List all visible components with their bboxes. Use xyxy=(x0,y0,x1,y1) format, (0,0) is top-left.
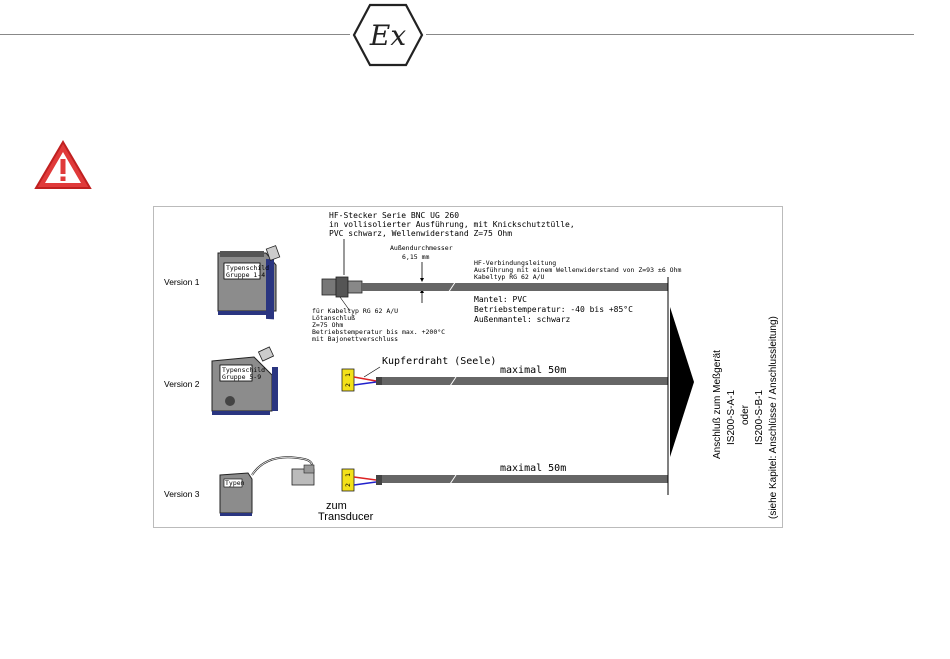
max-length-label-1: maximal 50m xyxy=(500,365,566,376)
version-1-label: Version 1 xyxy=(164,277,200,287)
device-1-label-line1: Typenschild xyxy=(226,264,269,272)
cable-2: 1 2 xyxy=(341,368,668,392)
header-rule-right xyxy=(426,34,914,35)
transducer-label-1: zum xyxy=(326,500,347,512)
terminal-2-2: 2 xyxy=(344,383,352,387)
vertical-text-3: oder xyxy=(740,404,751,425)
diameter-label: Außendurchmesser xyxy=(390,244,453,252)
hf-plug-line1: HF-Stecker Serie BNC UG 260 xyxy=(329,211,459,220)
max-length-label-2: maximal 50m xyxy=(500,463,566,474)
terminal-3-1: 1 xyxy=(344,473,352,477)
device-2-label-line1: Typenschild xyxy=(222,366,265,374)
hf-plug-line3: PVC schwarz, Wellenwiderstand Z=75 Ohm xyxy=(329,229,512,238)
cable-prop-3: Außenmantel: schwarz xyxy=(474,315,571,324)
vertical-text-5: (siehe Kapitel: Anschlüsse / Anschlussle… xyxy=(768,316,779,519)
device-3-label: Typen xyxy=(225,479,245,487)
plug-prop-5: mit Bajonettverschluss xyxy=(312,335,398,343)
version-3-label: Version 3 xyxy=(164,489,200,499)
version-2-label: Version 2 xyxy=(164,379,200,389)
connection-line-3: Kabeltyp RG 62 A/U xyxy=(474,273,545,281)
version-1-device: Typenschild Gruppe 1-4 xyxy=(217,245,281,320)
cable-1 xyxy=(321,276,668,298)
wiring-diagram: Version 1 Version 2 Version 3 Typenschil… xyxy=(153,206,783,528)
plug-prop-1: für Kabeltyp RG 62 A/U xyxy=(312,307,398,315)
hf-plug-line2: in vollisolierter Ausführung, mit Knicks… xyxy=(329,220,575,229)
plug-prop-2: Lötanschluß xyxy=(312,314,355,322)
diameter-value: 6,15 mm xyxy=(402,253,429,261)
device-1-label-line2: Gruppe 1-4 xyxy=(226,271,265,279)
connection-line-1: HF-Verbindungsleitung xyxy=(474,259,556,267)
vertical-text-4: IS200-S-B-1 xyxy=(754,390,765,445)
cable-prop-2: Betriebstemperatur: -40 bis +85°C xyxy=(474,305,633,314)
vertical-text-1: Anschluß zum Meßgerät xyxy=(712,350,723,459)
version-3-device: Typen xyxy=(219,456,315,516)
plug-prop-4: Betriebstemperatur bis max. +200°C xyxy=(312,328,445,336)
connection-line-2: Ausführung mit einem Wellenwiderstand vo… xyxy=(474,266,681,274)
warning-icon xyxy=(34,140,92,189)
vertical-text-2: IS200-S-A-1 xyxy=(726,390,737,445)
version-2-device: Typenschild Gruppe 5-9 xyxy=(211,346,278,415)
device-2-label-line2: Gruppe 5-9 xyxy=(222,373,261,381)
header-rule-left xyxy=(0,34,350,35)
ex-explosion-protection-icon: Ex xyxy=(352,3,424,67)
copper-wire-label: Kupferdraht (Seele) xyxy=(382,356,496,367)
arrow-icon xyxy=(670,307,694,457)
terminal-2-1: 1 xyxy=(344,373,352,377)
transducer-label-2: Transducer xyxy=(318,511,374,523)
plug-prop-3: Z=75 Ohm xyxy=(312,321,343,329)
terminal-3-2: 2 xyxy=(344,483,352,487)
ex-symbol-text: Ex xyxy=(369,19,406,52)
cable-prop-1: Mantel: PVC xyxy=(474,295,527,304)
cable-3: 1 2 xyxy=(341,468,668,492)
